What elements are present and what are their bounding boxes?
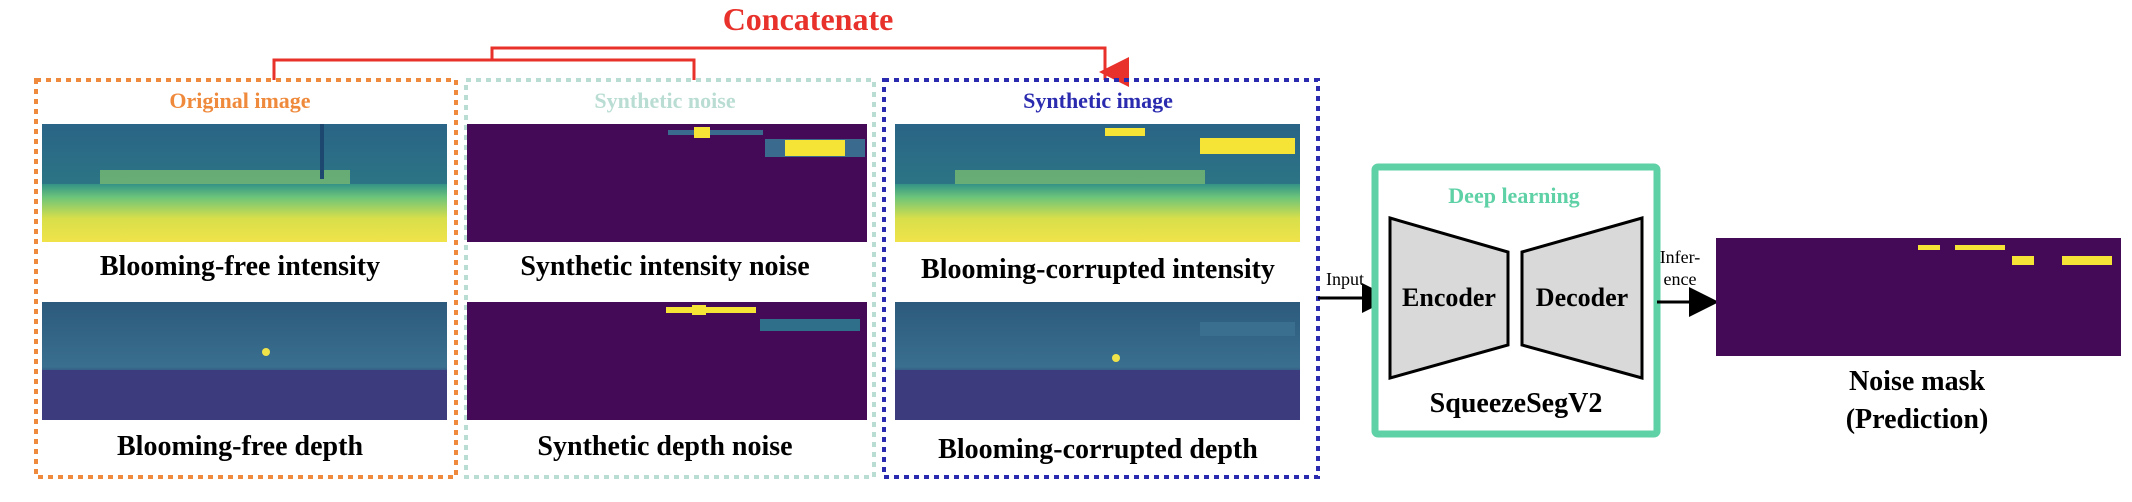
decoder-shape — [1520, 216, 1644, 380]
blooming-corrupted-depth-image — [895, 302, 1300, 420]
blooming-free-intensity-label: Blooming-free intensity — [100, 251, 380, 282]
noise-mask-label-line1: Noise mask — [1849, 366, 1986, 397]
blooming-corrupted-intensity-image — [895, 124, 1300, 242]
decoder-label: Decoder — [1536, 283, 1628, 312]
encoder-shape — [1388, 216, 1510, 380]
blooming-free-depth-label: Blooming-free depth — [117, 431, 363, 462]
blooming-free-intensity-image — [42, 124, 447, 242]
noise-mask-label-line2: (Prediction) — [1846, 404, 1989, 435]
synthetic-intensity-noise-image — [467, 124, 867, 242]
blooming-corrupted-intensity-label: Blooming-corrupted intensity — [921, 254, 1275, 285]
blooming-corrupted-depth-label: Blooming-corrupted depth — [938, 434, 1258, 465]
synthetic-intensity-noise-label: Synthetic intensity noise — [520, 251, 809, 282]
inference-label-line1: Infer- — [1660, 247, 1701, 267]
synthetic-group-title: Synthetic image — [1023, 88, 1173, 113]
noise-mask-image — [1716, 238, 2121, 356]
input-label: Input — [1326, 269, 1364, 289]
original-group-title: Original image — [169, 88, 310, 113]
concatenate-bracket-noise — [492, 58, 696, 80]
encoder-label: Encoder — [1402, 283, 1496, 312]
synthetic-depth-noise-label: Synthetic depth noise — [537, 431, 792, 462]
model-name: SqueezeSegV2 — [1430, 388, 1603, 419]
inference-label-line2: ence — [1664, 269, 1697, 289]
blooming-free-depth-image — [42, 302, 447, 420]
concatenate-label: Concatenate — [723, 1, 894, 37]
synthetic-depth-noise-image — [467, 302, 867, 420]
noise-group-border — [464, 78, 876, 479]
synthetic-group-border — [882, 78, 1320, 479]
noise-group-title: Synthetic noise — [594, 88, 735, 113]
original-group-border — [34, 78, 458, 479]
concatenate-bracket — [272, 46, 1107, 80]
model-title: Deep learning — [1448, 183, 1579, 208]
